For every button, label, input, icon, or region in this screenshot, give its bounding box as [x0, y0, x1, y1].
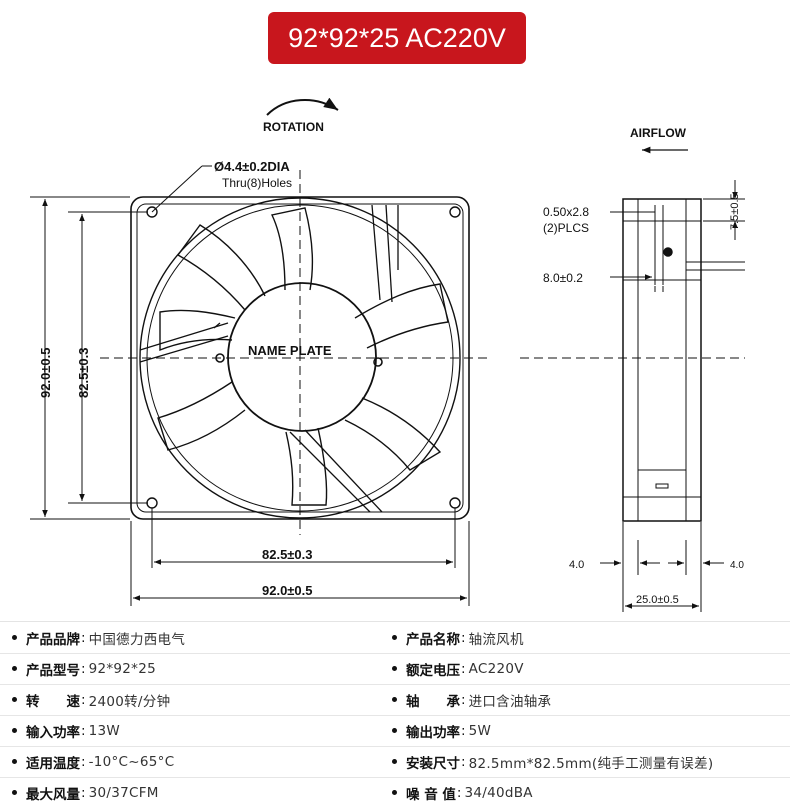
spec-label: 输入功率	[26, 724, 80, 741]
spec-value: 82.5mm*82.5mm(纯手工测量有误差)	[468, 755, 714, 772]
spec-value: 92*92*25	[88, 660, 156, 677]
dim-bottom-outer: 92.0±0.5	[262, 583, 313, 598]
dim-side-4-0-left: 4.0	[569, 559, 584, 571]
spec-value: 30/37CFM	[88, 784, 159, 801]
dim-bottom-inner: 82.5±0.3	[262, 547, 313, 562]
spec-label: 最大风量	[26, 786, 80, 803]
fan-side-body	[622, 198, 702, 522]
spec-value: AC220V	[468, 660, 524, 677]
spec-label: 噪 音 值	[406, 786, 456, 803]
dim-left-outer: 92.0±0.5	[38, 347, 53, 398]
rotation-arrow	[266, 97, 339, 116]
dim-left-inner: 82.5±0.3	[76, 347, 91, 398]
fan-blades	[157, 207, 449, 506]
hole-label-2: Thru(8)Holes	[222, 176, 292, 190]
spec-value: 进口含油轴承	[468, 693, 552, 710]
spec-row: 转 速:2400转/分钟 轴 承:进口含油轴承	[0, 684, 790, 716]
spec-value: -10°C~65°C	[88, 753, 175, 770]
dim-side-25: 25.0±0.5	[636, 594, 679, 606]
spec-label: 额定电压	[406, 662, 460, 679]
spec-label: 安装尺寸	[406, 755, 460, 772]
spec-value: 5W	[468, 722, 492, 739]
spec-row: 最大风量:30/37CFM 噪 音 值:34/40dBA	[0, 777, 790, 808]
hub	[227, 282, 377, 432]
struts	[139, 204, 399, 513]
spec-label: 产品品牌	[26, 631, 80, 648]
spec-row: 适用温度:-10°C~65°C 安装尺寸:82.5mm*82.5mm(纯手工测量…	[0, 746, 790, 778]
hole-label: Ø4.4±0.2DIA	[214, 159, 290, 174]
spec-value: 34/40dBA	[464, 784, 533, 801]
product-title-banner: 92*92*25 AC220V	[268, 12, 526, 64]
fan-dimension-drawing: ROTATION Ø4.4±0.2DIA Thru(8)Holes NAME P…	[30, 97, 745, 612]
spec-label: 产品名称	[406, 631, 460, 648]
side-view	[622, 198, 702, 522]
dim-side-8-0: 8.0±0.2	[543, 271, 583, 285]
spec-label: 轴 承	[406, 693, 460, 710]
spec-value: 中国德力西电气	[88, 631, 186, 648]
spec-row: 产品型号:92*92*25 额定电压:AC220V	[0, 653, 790, 685]
spec-value: 轴流风机	[468, 631, 524, 648]
spec-label: 转 速	[26, 693, 80, 710]
airflow-label: AIRFLOW	[630, 126, 687, 140]
spec-label: 产品型号	[26, 662, 80, 679]
spec-label: 适用温度	[26, 755, 80, 772]
spec-value: 13W	[88, 722, 120, 739]
spec-row: 产品品牌:中国德力西电气 产品名称:轴流风机	[0, 622, 790, 654]
name-plate-label: NAME PLATE	[248, 343, 332, 358]
terminal-label: 0.50x2.8	[543, 205, 589, 219]
spec-value: 2400转/分钟	[88, 693, 171, 710]
dim-side-4-0-right: 4.0	[730, 560, 744, 571]
spec-label: 输出功率	[406, 724, 460, 741]
rotation-label: ROTATION	[263, 120, 324, 134]
spec-table: 产品品牌:中国德力西电气 产品名称:轴流风机 产品型号:92*92*25 额定电…	[0, 621, 790, 808]
spec-row: 输入功率:13W 输出功率:5W	[0, 715, 790, 747]
terminal-label-2: (2)PLCS	[543, 221, 589, 235]
